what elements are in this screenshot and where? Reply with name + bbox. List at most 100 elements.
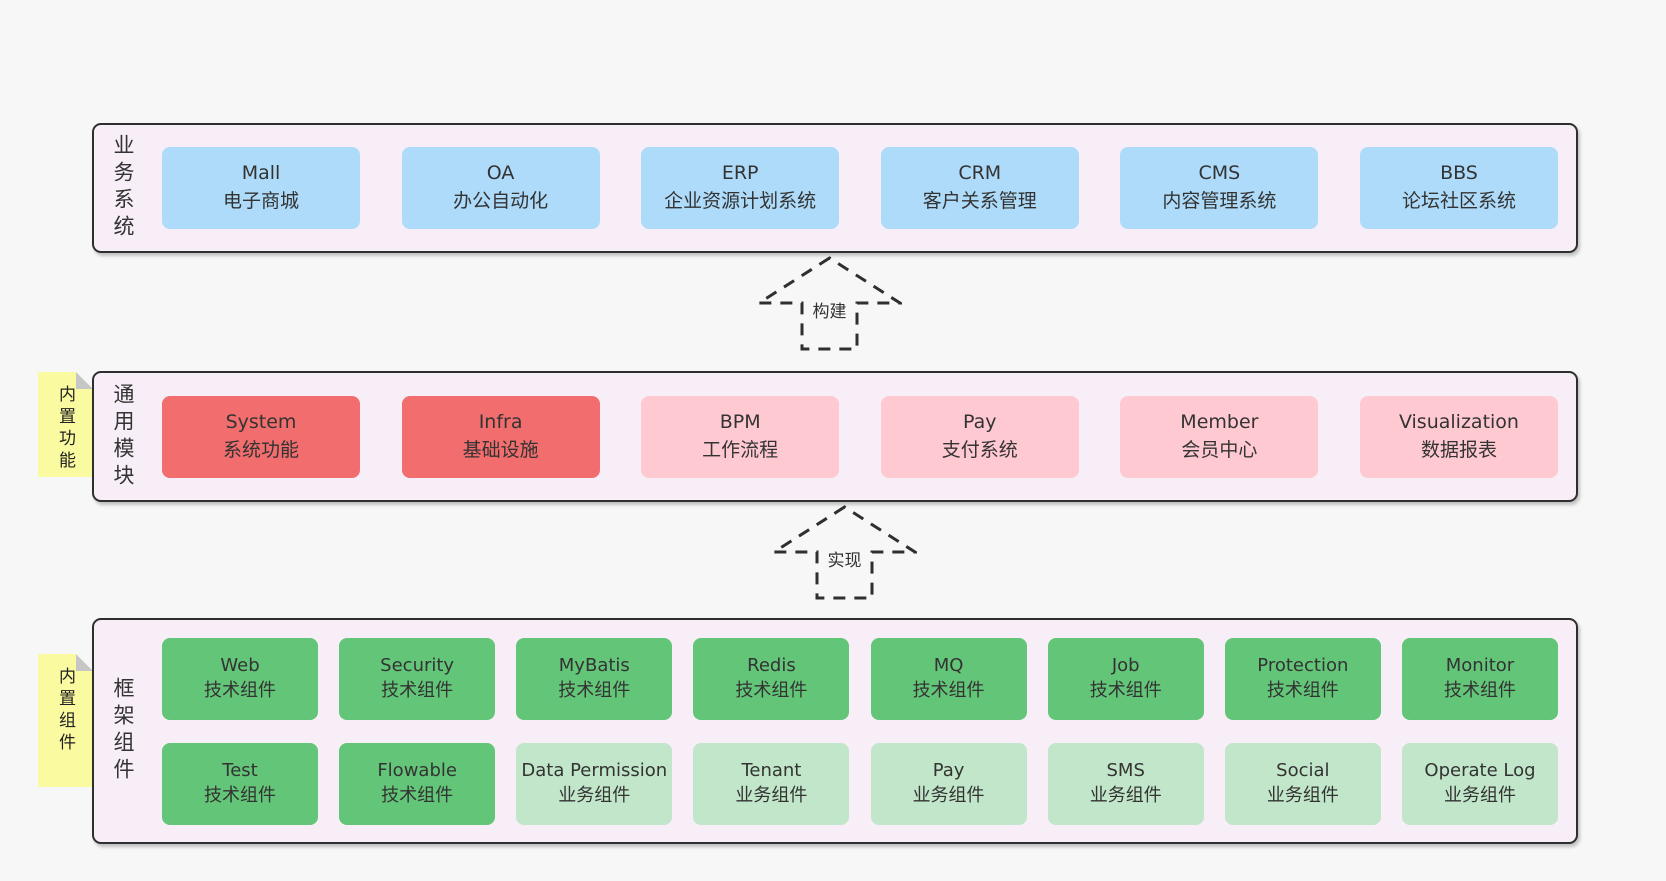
box-social-name: Social xyxy=(1276,760,1330,782)
box-bpm-name: BPM xyxy=(719,410,761,433)
framework-components-grid: Web 技术组件 Security 技术组件 MyBatis 技术组件 Redi… xyxy=(138,637,1576,825)
box-mq-desc: 技术组件 xyxy=(912,679,985,701)
box-cms-name: CMS xyxy=(1198,162,1241,185)
box-security-name: Security xyxy=(380,655,455,677)
box-web-desc: 技术组件 xyxy=(204,679,276,701)
box-pay-component-name: Pay xyxy=(932,760,965,782)
sticky-fold-corner-icon xyxy=(76,654,93,671)
box-oa-desc: 办公自动化 xyxy=(453,190,549,212)
band-common-modules: 通用模块 System 系统功能 Infra 基础设施 BPM 工作流程 Pay… xyxy=(92,371,1578,502)
box-redis-desc: 技术组件 xyxy=(735,679,808,701)
box-infra-name: Infra xyxy=(478,410,523,433)
box-mq-name: MQ xyxy=(933,655,964,677)
box-operate-log: Operate Log 业务组件 xyxy=(1401,742,1558,825)
arrow-implement-label: 实现 xyxy=(824,546,865,571)
box-visualization: Visualization 数据报表 xyxy=(1359,395,1558,478)
box-social: Social 业务组件 xyxy=(1224,742,1381,825)
box-tenant-name: Tenant xyxy=(741,760,802,782)
box-mall-desc: 电子商城 xyxy=(222,190,299,212)
box-visualization-name: Visualization xyxy=(1398,410,1519,433)
sticky-fold-corner-icon xyxy=(76,372,93,389)
box-monitor: Monitor 技术组件 xyxy=(1401,637,1558,720)
box-monitor-name: Monitor xyxy=(1445,655,1515,677)
box-tenant-desc: 业务组件 xyxy=(735,784,808,806)
box-bpm-desc: 工作流程 xyxy=(702,438,779,461)
box-pay-component-desc: 业务组件 xyxy=(912,784,985,806)
box-member-name: Member xyxy=(1180,410,1259,433)
box-erp-name: ERP xyxy=(721,162,759,185)
box-infra-desc: 基础设施 xyxy=(462,438,539,461)
box-crm-desc: 客户关系管理 xyxy=(922,190,1037,212)
band-label-framework-components: 框架组件 xyxy=(111,677,135,785)
arrow-build-label: 构建 xyxy=(809,297,850,322)
box-bbs: BBS 论坛社区系统 xyxy=(1359,147,1558,229)
box-crm-name: CRM xyxy=(958,162,1002,185)
box-system: System 系统功能 xyxy=(162,395,360,478)
box-mybatis: MyBatis 技术组件 xyxy=(516,637,673,720)
box-operate-log-desc: 业务组件 xyxy=(1443,784,1516,806)
box-job-desc: 技术组件 xyxy=(1089,679,1162,701)
sticky-built-in-features-text: 内置功能 xyxy=(55,385,75,473)
box-pay-module: Pay 支付系统 xyxy=(880,395,1079,478)
band-label-common-modules: 通用模块 xyxy=(111,382,135,491)
box-flowable-name: Flowable xyxy=(377,760,457,782)
box-infra: Infra 基础设施 xyxy=(401,395,600,478)
sticky-built-in-components: 内置组件 xyxy=(38,654,93,787)
box-bbs-desc: 论坛社区系统 xyxy=(1401,190,1516,212)
box-system-name: System xyxy=(225,410,297,433)
sticky-built-in-features: 内置功能 xyxy=(38,372,93,477)
box-operate-log-name: Operate Log xyxy=(1424,760,1536,782)
box-security-desc: 技术组件 xyxy=(381,679,454,701)
box-test: Test 技术组件 xyxy=(162,742,318,825)
box-test-name: Test xyxy=(222,760,258,782)
box-cms: CMS 内容管理系统 xyxy=(1120,147,1319,229)
box-bbs-name: BBS xyxy=(1440,162,1478,185)
box-tenant: Tenant 业务组件 xyxy=(693,742,850,825)
box-protection-desc: 技术组件 xyxy=(1266,679,1339,701)
box-mybatis-name: MyBatis xyxy=(558,655,630,677)
box-cms-desc: 内容管理系统 xyxy=(1162,190,1277,212)
box-sms: SMS 业务组件 xyxy=(1047,742,1204,825)
box-system-desc: 系统功能 xyxy=(222,438,299,461)
box-pay-module-desc: 支付系统 xyxy=(941,438,1018,461)
box-redis-name: Redis xyxy=(747,655,796,677)
box-mall: Mall 电子商城 xyxy=(162,147,360,229)
box-data-permission-name: Data Permission xyxy=(521,760,668,782)
box-erp-desc: 企业资源计划系统 xyxy=(664,190,817,212)
box-mall-name: Mall xyxy=(241,162,281,185)
box-crm: CRM 客户关系管理 xyxy=(880,147,1079,229)
up-arrow-dashed-icon xyxy=(772,505,917,600)
box-oa: OA 办公自动化 xyxy=(401,147,600,229)
box-monitor-desc: 技术组件 xyxy=(1443,679,1516,701)
arrow-implement: 实现 xyxy=(772,505,917,601)
box-flowable: Flowable 技术组件 xyxy=(339,742,496,825)
band-framework-components: 框架组件 Web 技术组件 Security 技术组件 MyBatis 技术组件… xyxy=(92,618,1578,844)
sticky-built-in-components-text: 内置组件 xyxy=(55,667,75,755)
arrow-build: 构建 xyxy=(757,256,902,352)
box-data-permission: Data Permission 业务组件 xyxy=(516,742,673,825)
box-sms-name: SMS xyxy=(1106,760,1145,782)
box-erp: ERP 企业资源计划系统 xyxy=(641,147,840,229)
box-visualization-desc: 数据报表 xyxy=(1420,438,1497,461)
up-arrow-dashed-icon xyxy=(757,256,902,351)
box-protection-name: Protection xyxy=(1257,655,1349,677)
business-systems-row: Mall 电子商城 OA 办公自动化 ERP 企业资源计划系统 CRM 客户关系… xyxy=(138,147,1576,229)
box-mybatis-desc: 技术组件 xyxy=(558,679,631,701)
box-member: Member 会员中心 xyxy=(1120,395,1319,478)
box-social-desc: 业务组件 xyxy=(1266,784,1339,806)
box-protection: Protection 技术组件 xyxy=(1224,637,1381,720)
box-pay-component: Pay 业务组件 xyxy=(870,742,1027,825)
box-job: Job 技术组件 xyxy=(1047,637,1204,720)
box-oa-name: OA xyxy=(486,162,515,185)
box-bpm: BPM 工作流程 xyxy=(641,395,840,478)
box-job-name: Job xyxy=(1111,655,1140,677)
box-web-name: Web xyxy=(220,655,260,677)
box-mq: MQ 技术组件 xyxy=(870,637,1027,720)
box-security: Security 技术组件 xyxy=(339,637,496,720)
band-label-business-systems: 业务系统 xyxy=(111,134,135,242)
box-flowable-desc: 技术组件 xyxy=(381,784,454,806)
box-member-desc: 会员中心 xyxy=(1181,438,1258,461)
band-business-systems: 业务系统 Mall 电子商城 OA 办公自动化 ERP 企业资源计划系统 CRM… xyxy=(92,123,1578,253)
box-web: Web 技术组件 xyxy=(162,637,318,720)
box-redis: Redis 技术组件 xyxy=(693,637,850,720)
